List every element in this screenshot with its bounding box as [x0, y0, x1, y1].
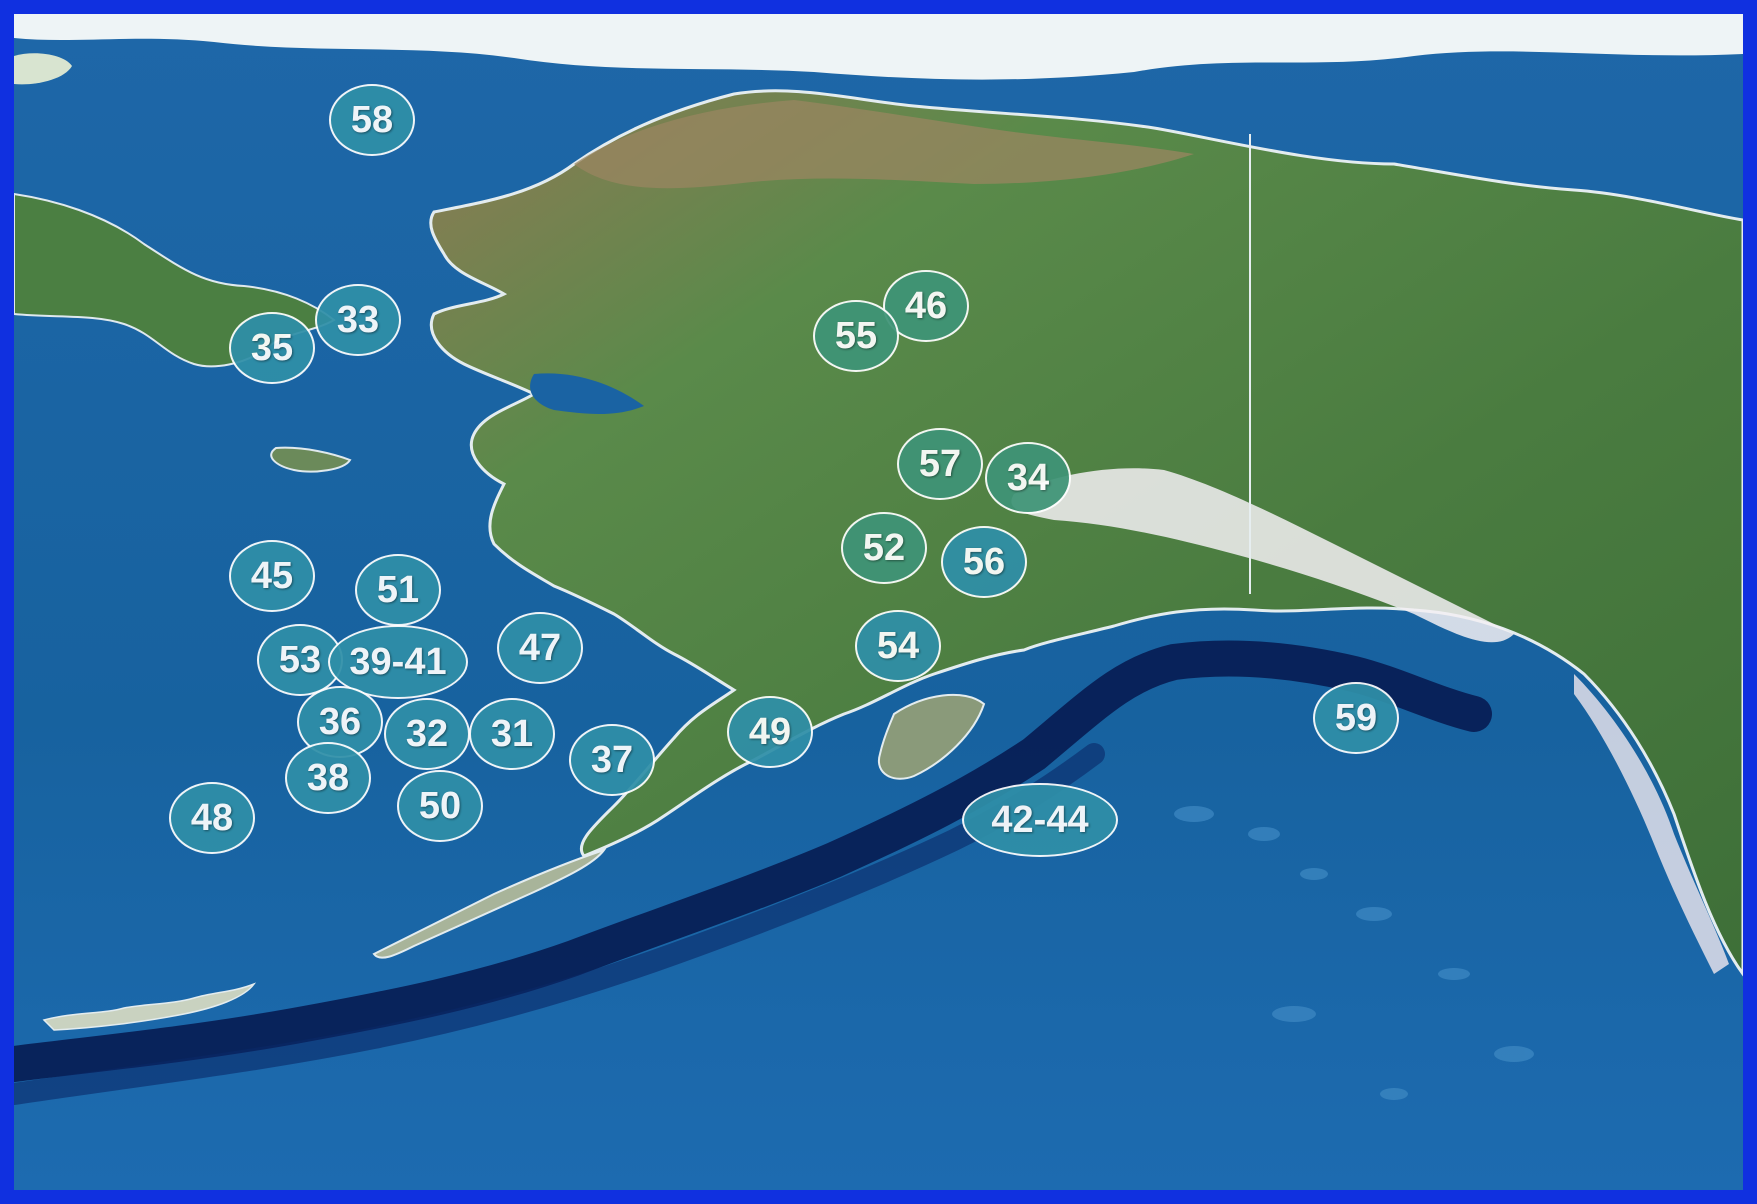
brooks-range [574, 100, 1194, 189]
aleutian-trench [14, 640, 1492, 1082]
station-marker-56[interactable]: 56 [941, 526, 1027, 598]
station-marker-33[interactable]: 33 [315, 284, 401, 356]
station-marker-58[interactable]: 58 [329, 84, 415, 156]
station-marker-55[interactable]: 55 [813, 300, 899, 372]
station-marker-48[interactable]: 48 [169, 782, 255, 854]
coast-mountains-snow [1574, 674, 1729, 974]
kodiak-island [877, 693, 986, 780]
station-marker-46[interactable]: 46 [883, 270, 969, 342]
station-marker-52[interactable]: 52 [841, 512, 927, 584]
station-marker-35[interactable]: 35 [229, 312, 315, 384]
station-marker-47[interactable]: 47 [497, 612, 583, 684]
station-marker-50[interactable]: 50 [397, 770, 483, 842]
station-marker-49[interactable]: 49 [727, 696, 813, 768]
norton-sound [530, 373, 644, 414]
st-lawrence-island [270, 446, 352, 473]
station-marker-51[interactable]: 51 [355, 554, 441, 626]
station-marker-31[interactable]: 31 [469, 698, 555, 770]
station-marker-32[interactable]: 32 [384, 698, 470, 770]
station-marker-59[interactable]: 59 [1313, 682, 1399, 754]
station-marker-45[interactable]: 45 [229, 540, 315, 612]
aleutian-islands [372, 848, 607, 959]
station-marker-54[interactable]: 54 [855, 610, 941, 682]
arctic-sea-ice [14, 14, 1743, 80]
station-marker-57[interactable]: 57 [897, 428, 983, 500]
station-marker-34[interactable]: 34 [985, 442, 1071, 514]
station-marker-42-44[interactable]: 42-44 [962, 783, 1118, 857]
western-aleutians [42, 982, 257, 1031]
sea-ice-small [14, 53, 72, 85]
alaska-range-snow [1011, 468, 1514, 643]
seamounts [1174, 806, 1534, 1100]
station-marker-37[interactable]: 37 [569, 724, 655, 796]
station-marker-38[interactable]: 38 [285, 742, 371, 814]
